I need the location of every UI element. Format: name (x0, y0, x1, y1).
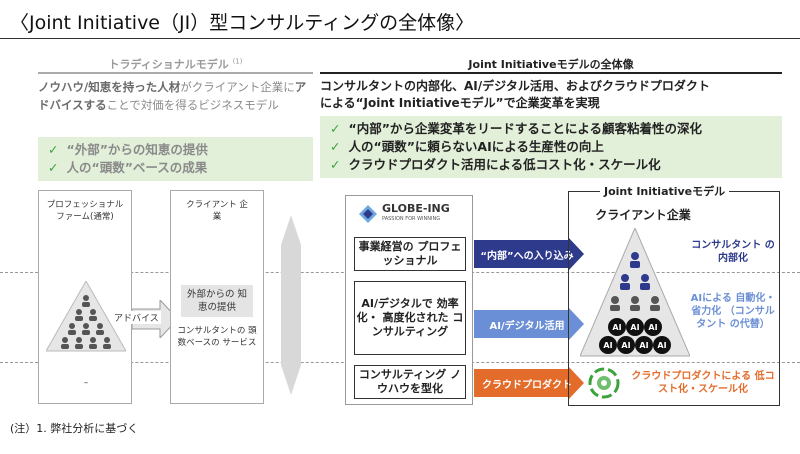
arrow-ai-label: AI/デジタル活用 (489, 320, 565, 332)
traditional-description: ノウハウ/知恵を持った人材がクライアント企業にアドバイスすることで対価を得るビジ… (38, 78, 313, 114)
traditional-heading-text: トラディショナルモデル (108, 58, 229, 71)
check-icon: ✓ (48, 142, 59, 157)
arrow-cloud-label: クラウドプロダクト (482, 379, 572, 391)
joint-underline (320, 72, 782, 74)
joint-check-text: “内部”から企業変革をリードすることによる顧客粘着性の深化 (348, 121, 703, 136)
logo-tagline: PASSION FOR WINNING (382, 216, 441, 222)
internal-arrow: “内部”への入り込み (474, 237, 584, 271)
ai-arrow: AI/デジタル活用 (474, 307, 584, 341)
ai-node: AI (635, 336, 653, 354)
external-wisdom-label: 外部からの 知恵の提供 (181, 285, 253, 317)
page-title: 〈Joint Initiative（JI）型コンサルティングの全体像〉 (10, 12, 475, 34)
client-company-title: クライアント企業 (595, 208, 691, 222)
traditional-check-item: ✓ 人の“頭数”ベースの成果 (48, 159, 303, 177)
traditional-desc-text2: ことで対価を得るビジネスモデル (106, 98, 279, 112)
check-icon: ✓ (48, 160, 59, 175)
people-pyramid-icon (46, 281, 126, 352)
ai-node: AI (644, 318, 662, 336)
title-rule (0, 38, 800, 39)
ai-node: AI (653, 336, 671, 354)
joint-description: コンサルタントの内部化、AI/デジタル活用、およびクラウドプロダクト による“J… (320, 78, 782, 112)
joint-check-item: ✓ クラウドプロダクト活用による低コスト化・スケール化 (330, 156, 772, 174)
cloud-arrow: クラウドプロダクト (474, 366, 584, 400)
traditional-underline (38, 72, 313, 74)
ai-node: AI (599, 336, 617, 354)
client-company-box: クライアント 企業 外部からの 知恵の提供 コンサルタントの 頭数ベースの サー… (170, 190, 264, 404)
cloud-product-icon (588, 367, 620, 399)
business-pro-box: 事業経営の プロフェッショナル (354, 237, 466, 271)
check-icon: ✓ (330, 157, 341, 172)
logo-text: GLOBE-ING (382, 202, 450, 215)
orange-arrow-icon (474, 366, 584, 400)
ai-node: AI (626, 318, 644, 336)
joint-heading: Joint Initiativeモデルの全体像 (468, 58, 634, 71)
traditional-desc-bold1: ノウハウ/知恵を持った人材 (38, 80, 181, 94)
ji-model-title: Joint Initiativeモデル (600, 183, 730, 199)
firm-label: プロフェッショナル ファーム(通常) (46, 200, 124, 222)
joint-check-text: クラウドプロダクト活用による低コスト化・スケール化 (348, 157, 661, 172)
ai-node: AI (617, 336, 635, 354)
joint-checklist: ✓ “内部”から企業変革をリードすることによる顧客粘着性の深化 ✓ 人の“頭数”に頼… (320, 116, 782, 178)
know-how-box: コンサルティング ノウハウを型化 (354, 365, 466, 399)
joint-desc-line1: コンサルタントの内部化、AI/デジタル活用、およびクラウドプロダクト (320, 79, 710, 93)
cloud-product-label: クラウドプロダクトによる 低コスト化・スケール化 (631, 371, 775, 395)
advice-label: アドバイス (112, 311, 161, 324)
ai-node: AI (608, 318, 626, 336)
headcount-service-label: コンサルタントの 頭数ベースの サービス (177, 326, 257, 348)
internalization-label: コンサルタント の内部化 (691, 240, 775, 264)
joint-desc-line2: による“Joint Initiativeモデル”で企業変革を実現 (320, 96, 600, 110)
traditional-check-text: “外部”からの知恵の提供 (66, 142, 208, 157)
client-label: クライアント 企業 (186, 200, 248, 222)
traditional-checklist: ✓ “外部”からの知恵の提供 ✓ 人の“頭数”ベースの成果 (38, 137, 313, 181)
arrow-internal-label: “内部”への入り込み (480, 250, 574, 262)
ji-pyramid-icon (580, 228, 690, 357)
professional-firm-box: プロフェッショナル ファーム(通常) – (38, 190, 132, 404)
blue-arrow-icon (474, 307, 584, 341)
firm-bottom-dash: – (83, 378, 89, 388)
traditional-desc-bold2: アドバイスする (38, 80, 307, 112)
check-icon: ✓ (330, 121, 341, 136)
traditional-check-item: ✓ “外部”からの知恵の提供 (48, 141, 303, 159)
joint-check-item: ✓ 人の“頭数”に頼らないAIによる生産性の向上 (330, 138, 772, 156)
globe-logo-icon (359, 205, 377, 223)
transition-shape-icon (281, 215, 301, 395)
ai-consulting-box: AI/デジタルで 効率化・ 高度化された コンサルティング (354, 281, 466, 355)
check-icon: ✓ (330, 139, 341, 154)
traditional-check-text: 人の“頭数”ベースの成果 (66, 160, 208, 175)
footnote: (注）1. 弊社分析に基づく (10, 422, 139, 435)
ai-automation-label: AIによる 自動化・省力化 （コンサルタント の代替） (690, 293, 776, 330)
joint-check-text: 人の“頭数”に頼らないAIによる生産性の向上 (348, 139, 604, 154)
navy-arrow-icon (474, 237, 584, 271)
traditional-desc-text1: がクライアント企業に (180, 80, 295, 94)
joint-check-item: ✓ “内部”から企業変革をリードすることによる顧客粘着性の深化 (330, 120, 772, 138)
globeing-logo: GLOBE-ING PASSION FOR WINNING (358, 202, 450, 224)
traditional-heading: トラディショナルモデル (1) (38, 56, 313, 72)
traditional-heading-note: (1) (232, 57, 243, 66)
